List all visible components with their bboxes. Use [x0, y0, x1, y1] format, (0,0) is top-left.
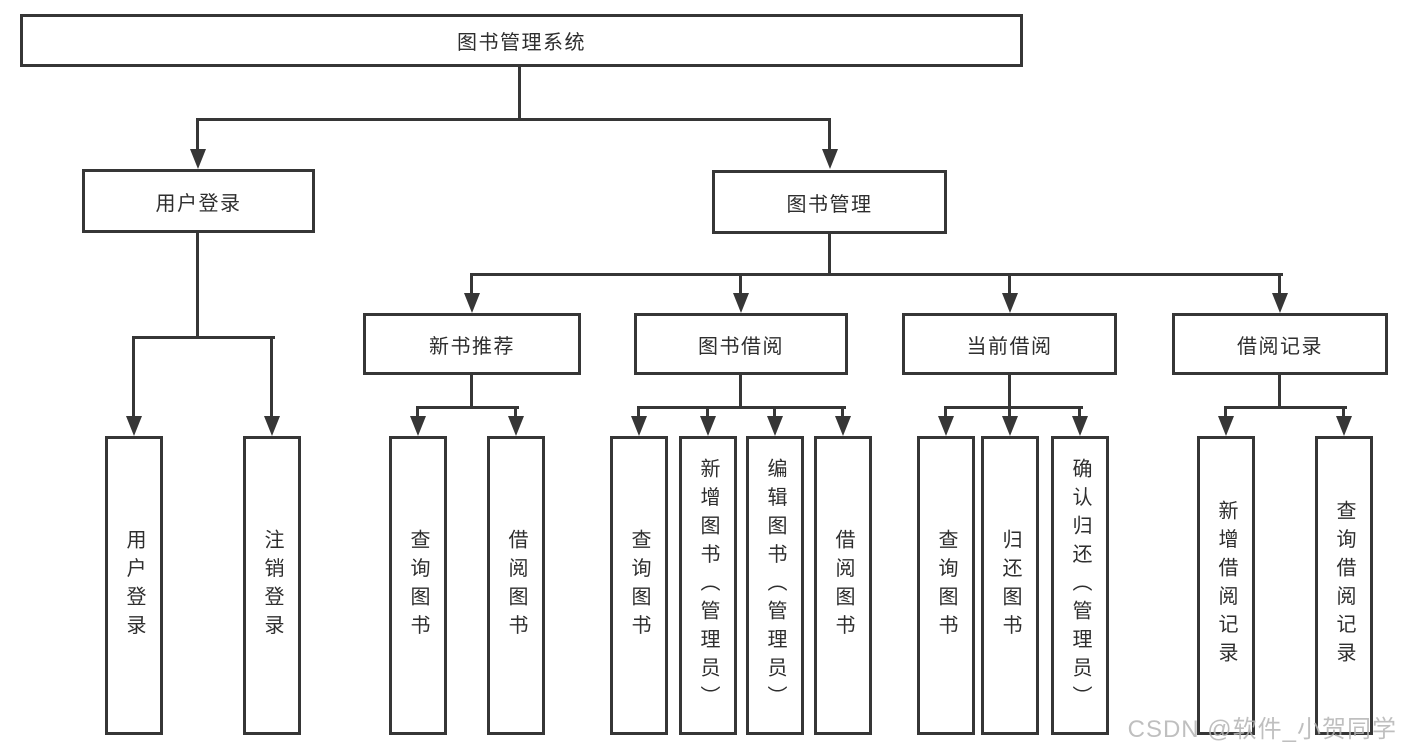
leaf-borrow-books-2-label: 借阅图书: [832, 528, 854, 643]
connector-book-borrow-stem: [739, 375, 742, 406]
connector-new-book-recommend-stem: [470, 375, 473, 406]
node-new-book-recommend-label: 新书推荐: [429, 335, 515, 358]
connector-book-management-stem: [828, 234, 831, 273]
node-book-management: 图书管理: [712, 170, 947, 234]
node-library-system-label: 图书管理系统: [457, 32, 586, 54]
leaf-query-books-1-label: 查询图书: [407, 528, 429, 643]
leaf-query-books-2-label: 查询图书: [628, 528, 650, 643]
leaf-borrow-books-2: 借阅图书: [814, 436, 872, 735]
node-borrow-records-label: 借阅记录: [1237, 335, 1323, 358]
watermark: CSDN @软件_小贺同学: [1127, 716, 1397, 743]
arrow-to-leaf-query-borrow-record: [1342, 406, 1345, 416]
leaf-user-login-label: 用户登录: [123, 528, 145, 643]
arrow-to-leaf-add-borrow-record: [1224, 406, 1227, 416]
node-library-system: 图书管理系统: [20, 14, 1023, 67]
leaf-add-borrow-record: 新增借阅记录: [1197, 436, 1255, 735]
connector-user-login-stem: [196, 233, 199, 336]
arrow-to-leaf-logout: [270, 336, 273, 416]
connector-book-borrow-rail: [637, 406, 846, 409]
leaf-query-books-1: 查询图书: [389, 436, 447, 735]
node-book-borrow-label: 图书借阅: [698, 335, 784, 358]
leaf-borrow-books-1: 借阅图书: [487, 436, 545, 735]
arrow-to-book-management: [828, 118, 831, 149]
leaf-add-book-admin-label: 新增图书（管理员）: [697, 457, 719, 714]
leaf-query-borrow-record: 查询借阅记录: [1315, 436, 1373, 735]
arrow-to-leaf-borrow-books-2: [841, 406, 844, 416]
leaf-return-book: 归还图书: [981, 436, 1039, 735]
leaf-logout-label: 注销登录: [261, 528, 283, 643]
node-user-login-label: 用户登录: [155, 192, 242, 215]
leaf-edit-book-admin-label: 编辑图书（管理员）: [764, 457, 786, 714]
arrow-to-leaf-confirm-return: [1078, 406, 1081, 416]
leaf-query-books-3: 查询图书: [917, 436, 975, 735]
arrow-to-leaf-edit-book: [773, 406, 776, 416]
connector-book-management-rail: [470, 273, 1283, 276]
arrow-to-leaf-add-book: [706, 406, 709, 416]
arrow-to-borrow-records: [1278, 273, 1281, 293]
leaf-confirm-return-admin-label: 确认归还（管理员）: [1069, 457, 1091, 714]
node-book-borrow: 图书借阅: [634, 313, 848, 375]
leaf-borrow-books-1-label: 借阅图书: [505, 528, 527, 643]
connector-current-borrow-stem: [1008, 375, 1011, 406]
leaf-confirm-return-admin: 确认归还（管理员）: [1051, 436, 1109, 735]
arrow-to-leaf-return-book: [1008, 406, 1011, 416]
connector-current-borrow-rail: [944, 406, 1083, 409]
leaf-user-login: 用户登录: [105, 436, 163, 735]
arrow-to-current-borrow: [1008, 273, 1011, 293]
connector-borrow-records-stem: [1278, 375, 1281, 406]
leaf-logout: 注销登录: [243, 436, 301, 735]
arrow-to-leaf-query-books-1: [416, 406, 419, 416]
leaf-add-book-admin: 新增图书（管理员）: [679, 436, 737, 735]
node-current-borrow-label: 当前借阅: [966, 335, 1053, 358]
node-current-borrow: 当前借阅: [902, 313, 1117, 375]
leaf-query-borrow-record-label: 查询借阅记录: [1333, 500, 1355, 671]
arrow-to-leaf-borrow-books-1: [514, 406, 517, 416]
node-book-management-label: 图书管理: [786, 193, 873, 216]
connector-borrow-records-rail: [1224, 406, 1347, 409]
connector-root-rail: [197, 118, 831, 121]
connector-user-login-rail: [132, 336, 275, 339]
leaf-query-books-3-label: 查询图书: [935, 528, 957, 643]
connector-root-stem: [518, 67, 521, 118]
node-borrow-records: 借阅记录: [1172, 313, 1388, 375]
leaf-edit-book-admin: 编辑图书（管理员）: [746, 436, 804, 735]
arrow-to-leaf-query-books-2: [637, 406, 640, 416]
arrow-to-user-login: [196, 118, 199, 149]
leaf-return-book-label: 归还图书: [999, 528, 1021, 643]
arrow-to-leaf-query-books-3: [944, 406, 947, 416]
leaf-add-borrow-record-label: 新增借阅记录: [1215, 500, 1237, 671]
connector-new-book-recommend-rail: [416, 406, 519, 409]
node-user-login: 用户登录: [82, 169, 315, 233]
arrow-to-new-book-recommend: [470, 273, 473, 293]
arrow-to-leaf-user-login: [132, 336, 135, 416]
leaf-query-books-2: 查询图书: [610, 436, 668, 735]
node-new-book-recommend: 新书推荐: [363, 313, 581, 375]
arrow-to-book-borrow: [739, 273, 742, 293]
